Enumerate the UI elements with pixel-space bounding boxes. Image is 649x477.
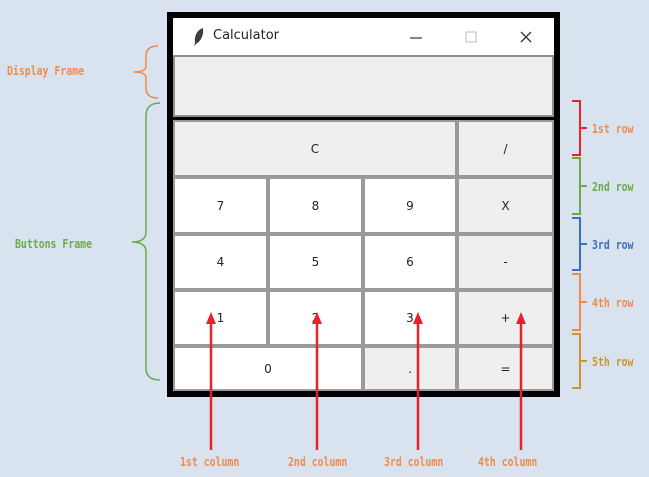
clear-button[interactable]: C: [173, 120, 457, 177]
maximize-button[interactable]: [448, 24, 494, 50]
close-icon: [520, 31, 532, 43]
digit-3-button[interactable]: 3: [363, 290, 457, 346]
display-frame-label: Display Frame: [7, 64, 85, 78]
display-frame-brace: [133, 45, 159, 99]
column2-arrow: [312, 312, 322, 450]
divide-button[interactable]: /: [457, 120, 554, 177]
equals-button[interactable]: =: [457, 346, 554, 391]
digit-9-button[interactable]: 9: [363, 177, 457, 234]
column4-label: 4th column: [478, 455, 538, 469]
buttons-frame: C / 7 8 9 X 4 5 6 - 1 2 3 + 0 . =: [173, 120, 554, 391]
multiply-button[interactable]: X: [457, 177, 554, 234]
row2-label: 2nd row: [592, 180, 634, 194]
title-bar: Calculator: [173, 18, 554, 55]
row2-bracket: [572, 157, 587, 215]
maximize-icon: [465, 31, 477, 43]
column2-label: 2nd column: [288, 455, 348, 469]
digit-6-button[interactable]: 6: [363, 234, 457, 290]
add-button[interactable]: +: [457, 290, 554, 346]
display-frame: [173, 55, 554, 117]
digit-8-button[interactable]: 8: [268, 177, 363, 234]
feather-icon: [194, 28, 204, 46]
row3-bracket: [572, 217, 587, 271]
subtract-button[interactable]: -: [457, 234, 554, 290]
column1-label: 1st column: [180, 455, 240, 469]
digit-5-button[interactable]: 5: [268, 234, 363, 290]
digit-1-button[interactable]: 1: [173, 290, 268, 346]
window-title: Calculator: [213, 28, 280, 43]
row4-bracket: [572, 273, 587, 331]
row5-bracket: [572, 333, 587, 389]
row1-bracket: [572, 100, 587, 156]
buttons-frame-label: Buttons Frame: [15, 237, 93, 251]
column1-arrow: [206, 312, 216, 450]
row1-label: 1st row: [592, 122, 634, 136]
row5-label: 5th row: [592, 355, 634, 369]
row4-label: 4th row: [592, 296, 634, 310]
column3-label: 3rd column: [384, 455, 444, 469]
column3-arrow: [413, 312, 423, 450]
digit-4-button[interactable]: 4: [173, 234, 268, 290]
buttons-frame-brace: [131, 102, 161, 381]
minimize-icon: [410, 37, 422, 39]
minimize-button[interactable]: [393, 24, 439, 50]
row3-label: 3rd row: [592, 238, 634, 252]
digit-0-button[interactable]: 0: [173, 346, 363, 391]
digit-7-button[interactable]: 7: [173, 177, 268, 234]
decimal-button[interactable]: .: [363, 346, 457, 391]
column4-arrow: [516, 312, 526, 450]
calculator-window: Calculator C / 7 8 9 X 4 5 6 - 1 2 3 + 0: [167, 12, 560, 397]
close-button[interactable]: [503, 24, 549, 50]
